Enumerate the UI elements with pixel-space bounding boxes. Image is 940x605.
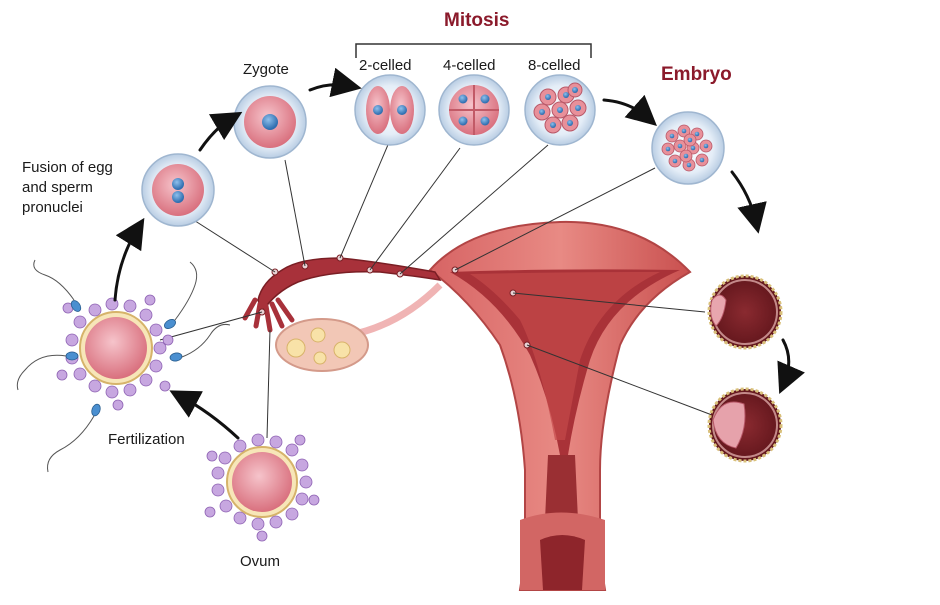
fusion-label-line2: and sperm: [22, 178, 93, 197]
eight-celled-label: 8-celled: [528, 56, 581, 75]
fusion-cell: [142, 154, 214, 226]
uterus: [430, 222, 690, 590]
ovum-cell: [205, 434, 319, 541]
implantation-stage-2: [709, 389, 781, 461]
two-celled-stage: [355, 75, 425, 145]
fusion-label-line1: Fusion of egg: [22, 158, 113, 177]
implantation-stage-1: [709, 276, 781, 348]
embryo-cell: [652, 112, 724, 184]
fusion-label-line3: pronuclei: [22, 198, 83, 217]
two-celled-label: 2-celled: [359, 56, 412, 75]
embryo-title: Embryo: [661, 64, 732, 86]
four-celled-stage: [439, 75, 509, 145]
mitosis-title: Mitosis: [444, 10, 509, 32]
eight-celled-stage: [525, 75, 595, 145]
zygote-cell: [234, 86, 306, 158]
four-celled-label: 4-celled: [443, 56, 496, 75]
zygote-label: Zygote: [243, 60, 289, 79]
fertilization-label: Fertilization: [108, 430, 185, 449]
ovary: [276, 319, 368, 371]
ovum-label: Ovum: [240, 552, 280, 571]
